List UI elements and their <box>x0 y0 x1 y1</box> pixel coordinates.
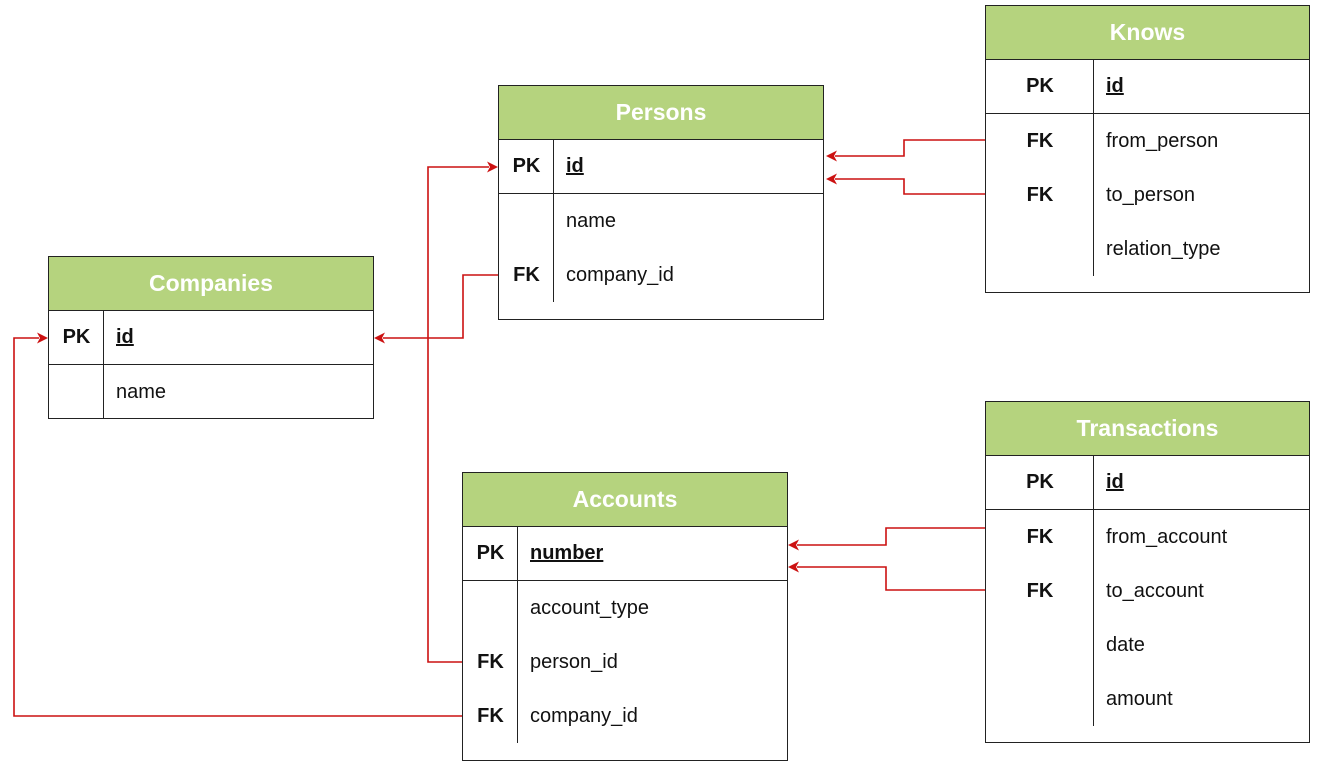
companies-row-name-name: name <box>116 380 167 403</box>
link-line <box>383 274 498 339</box>
link-line <box>835 178 985 195</box>
link-accounts-person-id-to-persons <box>427 161 498 663</box>
arrowhead-icon <box>374 332 385 344</box>
transactions-row-to-account-name: to_account <box>1106 579 1204 602</box>
accounts-row-account-type[interactable]: account_type <box>463 581 787 635</box>
knows-row-to-person-key: FK <box>1026 183 1054 206</box>
accounts-row-company-id-name: company_id <box>530 704 638 727</box>
knows-row-from-person-name: from_person <box>1106 129 1219 152</box>
companies-row-id-key: PK <box>62 326 91 348</box>
arrowhead-icon <box>788 561 799 573</box>
table-companies-title: Companies <box>49 257 373 311</box>
transactions-row-date[interactable]: date <box>986 618 1309 672</box>
transactions-row-id[interactable]: PK id <box>986 456 1309 510</box>
table-companies[interactable]: Companies PK id name <box>48 256 374 419</box>
link-knows-from-person-to-persons <box>826 139 985 162</box>
persons-row-id-key: PK <box>512 155 541 177</box>
knows-key-divider <box>1093 60 1094 276</box>
link-line <box>427 166 489 663</box>
link-line <box>797 566 985 591</box>
arrowhead-icon <box>826 173 837 185</box>
companies-key-divider <box>103 311 104 419</box>
persons-key-divider <box>553 140 554 302</box>
knows-row-id[interactable]: PK id <box>986 60 1309 114</box>
knows-row-from-person[interactable]: FK from_person <box>986 114 1309 168</box>
accounts-row-number-name: number <box>530 542 604 564</box>
persons-row-id-name: id <box>566 155 584 177</box>
table-knows-title: Knows <box>986 6 1309 60</box>
link-accounts-company-id-to-companies <box>13 332 462 717</box>
transactions-row-from-account-key: FK <box>1026 525 1054 548</box>
table-persons-title: Persons <box>499 86 823 140</box>
arrowhead-icon <box>826 150 837 162</box>
persons-row-company-id-name: company_id <box>566 263 674 286</box>
transactions-row-date-name: date <box>1106 633 1145 656</box>
accounts-row-person-id-name: person_id <box>530 650 618 673</box>
table-transactions-title: Transactions <box>986 402 1309 456</box>
transactions-key-divider <box>1093 456 1094 726</box>
link-line <box>13 337 462 717</box>
accounts-key-divider <box>517 527 518 743</box>
transactions-row-to-account[interactable]: FK to_account <box>986 564 1309 618</box>
arrowhead-icon <box>788 539 799 551</box>
persons-row-name[interactable]: name <box>499 194 823 248</box>
link-knows-to-person-to-persons <box>826 173 985 195</box>
accounts-row-number[interactable]: PK number <box>463 527 787 581</box>
companies-row-name[interactable]: name <box>49 365 373 419</box>
table-knows[interactable]: Knows PK id FK from_person FK to_person … <box>985 5 1310 293</box>
accounts-row-company-id[interactable]: FK company_id <box>463 689 787 743</box>
table-accounts-title: Accounts <box>463 473 787 527</box>
companies-row-id-name: id <box>116 326 134 348</box>
persons-row-company-id-key: FK <box>513 263 540 286</box>
transactions-row-amount-name: amount <box>1106 687 1173 710</box>
table-transactions[interactable]: Transactions PK id FK from_account FK to… <box>985 401 1310 743</box>
knows-row-relation-type-name: relation_type <box>1106 237 1221 260</box>
persons-row-company-id[interactable]: FK company_id <box>499 248 823 302</box>
accounts-row-number-key: PK <box>476 542 505 564</box>
link-line <box>835 139 985 157</box>
transactions-row-to-account-key: FK <box>1026 579 1054 602</box>
knows-row-to-person[interactable]: FK to_person <box>986 168 1309 222</box>
knows-row-from-person-key: FK <box>1026 129 1054 152</box>
transactions-row-id-name: id <box>1106 471 1124 493</box>
companies-row-id[interactable]: PK id <box>49 311 373 365</box>
transactions-row-amount[interactable]: amount <box>986 672 1309 726</box>
persons-row-name-name: name <box>566 209 617 232</box>
transactions-row-from-account-name: from_account <box>1106 525 1228 548</box>
table-accounts[interactable]: Accounts PK number account_type FK perso… <box>462 472 788 761</box>
link-line <box>797 527 985 546</box>
arrowhead-icon <box>37 332 48 344</box>
accounts-row-account-type-name: account_type <box>530 596 649 619</box>
accounts-row-person-id-key: FK <box>477 650 504 673</box>
link-persons-company-id-to-companies <box>374 274 498 344</box>
knows-row-id-name: id <box>1106 75 1124 97</box>
transactions-row-from-account[interactable]: FK from_account <box>986 510 1309 564</box>
knows-row-to-person-name: to_person <box>1106 183 1195 206</box>
persons-row-id[interactable]: PK id <box>499 140 823 194</box>
accounts-row-company-id-key: FK <box>477 704 504 727</box>
knows-row-id-key: PK <box>1026 75 1054 97</box>
knows-row-relation-type[interactable]: relation_type <box>986 222 1309 276</box>
arrowhead-icon <box>487 161 498 173</box>
transactions-row-id-key: PK <box>1026 471 1054 493</box>
link-transactions-to-account-to-accounts <box>788 561 985 591</box>
accounts-row-person-id[interactable]: FK person_id <box>463 635 787 689</box>
link-transactions-from-account-to-accounts <box>788 527 985 551</box>
table-persons[interactable]: Persons PK id name FK company_id <box>498 85 824 320</box>
